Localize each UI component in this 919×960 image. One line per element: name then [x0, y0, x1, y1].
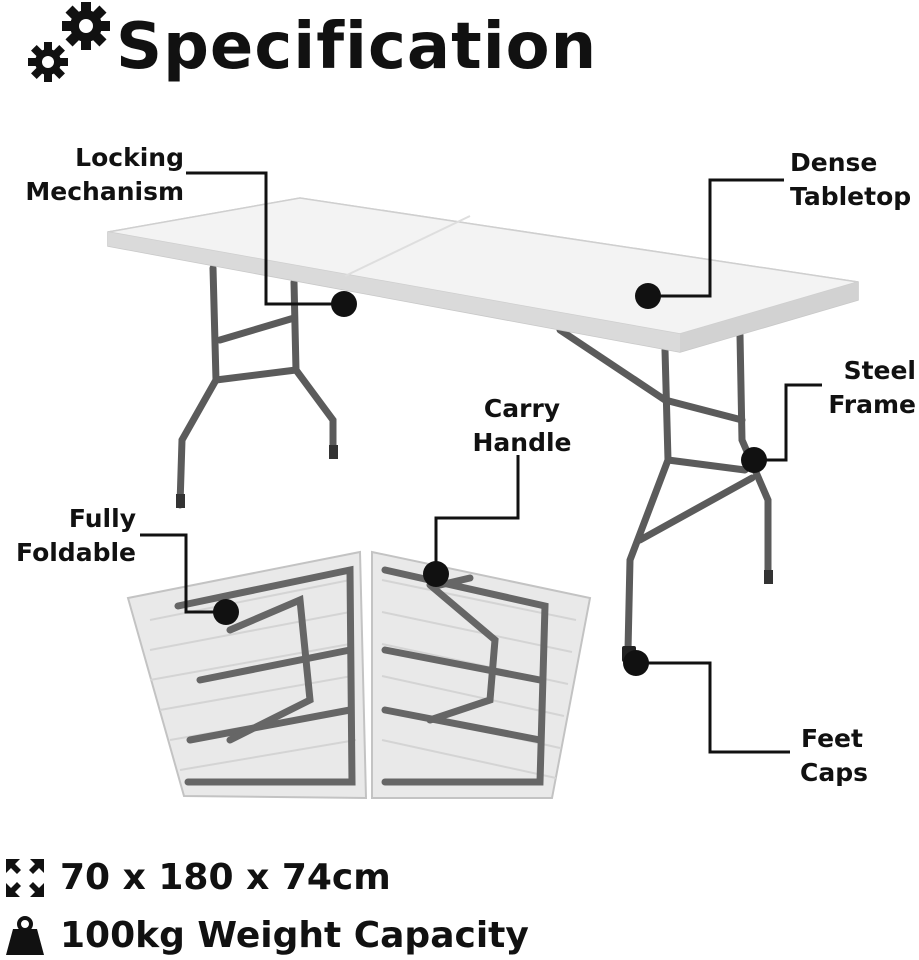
foldable-dot: [213, 599, 239, 625]
gears-icon: [28, 2, 110, 82]
steel-frame: [176, 264, 772, 654]
frame-dot: [741, 447, 767, 473]
callout-feet-caps: Feet Caps: [800, 724, 868, 787]
locking-dot: [331, 291, 357, 317]
page-title: Specification: [116, 10, 598, 84]
callout-locking-mechanism: Locking Mechanism: [25, 143, 184, 206]
callout-dense-tabletop: Dense Tabletop: [790, 148, 912, 211]
callout-carry-handle: Carry Handle: [472, 394, 572, 457]
spec-weight: 100kg Weight Capacity: [4, 914, 529, 958]
spec-dimensions: 70 x 180 x 74cm: [4, 856, 391, 900]
tabletop: [107, 197, 859, 353]
feet-dot: [623, 650, 649, 676]
folded-table: [126, 550, 592, 800]
callout-steel-frame: Steel Frame: [828, 356, 916, 419]
expand-arrows-icon: [6, 859, 44, 897]
handle-dot: [423, 561, 449, 587]
tabletop-dot: [635, 283, 661, 309]
weight-icon: [6, 916, 44, 955]
dimensions-text: 70 x 180 x 74cm: [60, 857, 391, 898]
weight-capacity-text: 100kg Weight Capacity: [60, 915, 529, 956]
callout-fully-foldable: Fully Foldable: [16, 504, 136, 567]
